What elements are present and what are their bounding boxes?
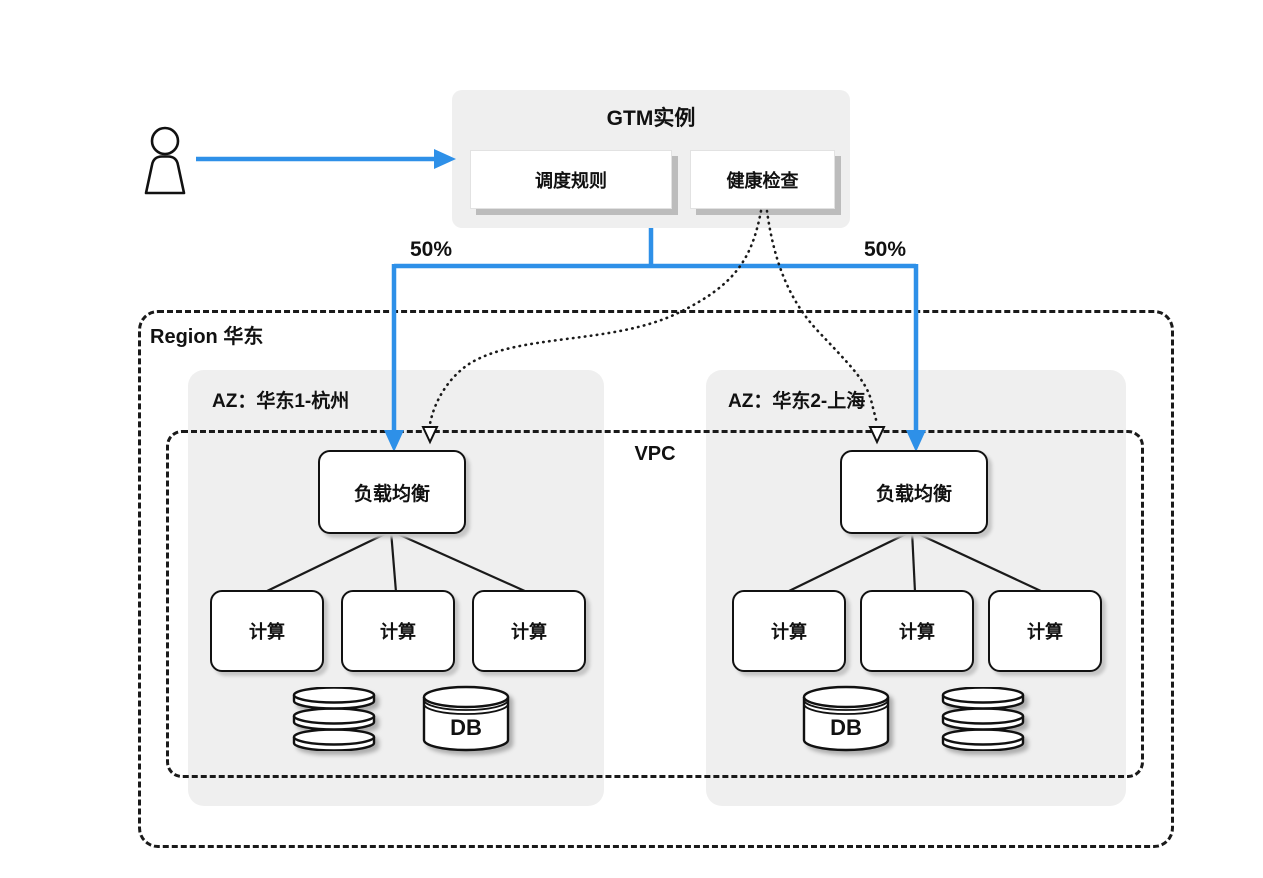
- vpc-label: VPC: [634, 443, 676, 465]
- db-label: DB: [830, 715, 862, 740]
- gtm-module-scheduling-rules: 调度规则: [470, 150, 672, 209]
- gtm-module-health-check: 健康检查: [690, 150, 835, 209]
- user-to-gtm-arrow: [196, 149, 456, 169]
- compute-box: 计算: [732, 590, 846, 672]
- person-icon: [144, 126, 186, 195]
- load-balancer-right: 负载均衡: [840, 450, 988, 534]
- load-balancer-left: 负载均衡: [318, 450, 466, 534]
- db-label: DB: [450, 715, 482, 740]
- disk-stack-icon: [941, 687, 1025, 751]
- compute-box: 计算: [210, 590, 324, 672]
- db-cylinder-icon: DB: [802, 685, 890, 752]
- db-cylinder-icon: DB: [422, 685, 510, 752]
- az-label-shanghai: AZ：华东2-上海: [728, 391, 866, 412]
- region-label: Region 华东: [150, 326, 264, 348]
- traffic-percent-left: 50%: [410, 238, 453, 261]
- compute-box: 计算: [988, 590, 1102, 672]
- traffic-percent-right: 50%: [864, 238, 907, 261]
- compute-box: 计算: [860, 590, 974, 672]
- gtm-title: GTM实例: [606, 107, 696, 130]
- az-label-hangzhou: AZ：华东1-杭州: [212, 391, 350, 412]
- compute-box: 计算: [341, 590, 455, 672]
- compute-box: 计算: [472, 590, 586, 672]
- disk-stack-icon: [292, 687, 376, 751]
